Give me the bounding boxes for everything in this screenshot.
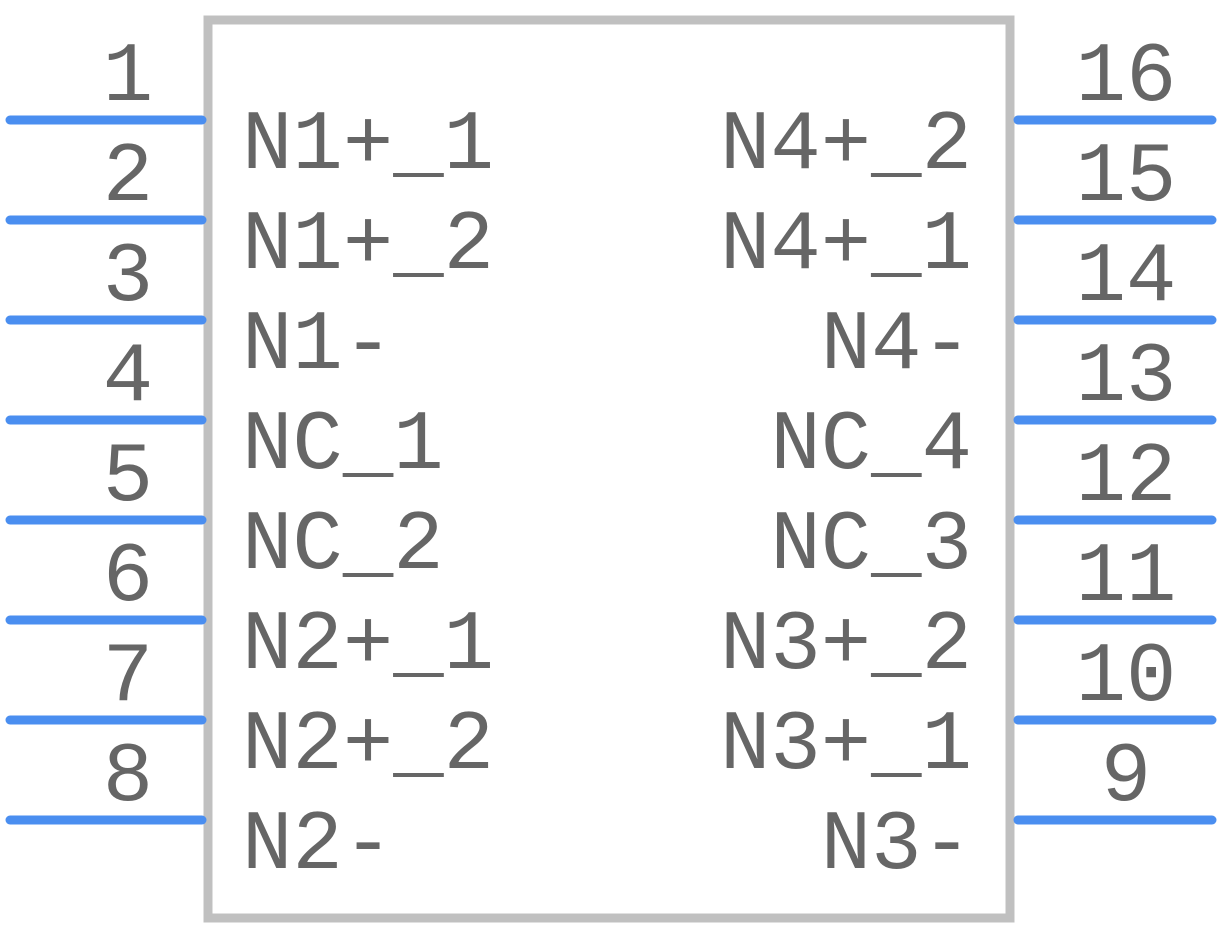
pin-3-name: N1- xyxy=(242,299,393,394)
pin-14-number: 14 xyxy=(1076,231,1177,326)
pin-10-name: N3+_1 xyxy=(720,699,972,794)
pin-4-number: 4 xyxy=(103,331,153,426)
pin-7-number: 7 xyxy=(103,631,153,726)
pin-10-number: 10 xyxy=(1076,631,1177,726)
ic-body-outline xyxy=(203,15,1015,923)
pin-1-name: N1+_1 xyxy=(242,99,494,194)
pin-3-number: 3 xyxy=(103,231,153,326)
pin-12-number: 12 xyxy=(1076,431,1177,526)
pin-2-number: 2 xyxy=(103,131,153,226)
pin-9-name: N3- xyxy=(821,799,972,894)
pin-11-number: 11 xyxy=(1076,531,1177,626)
pin-4-name: NC_1 xyxy=(242,399,444,494)
pin-9-number: 9 xyxy=(1101,731,1151,826)
pin-15-number: 15 xyxy=(1076,131,1177,226)
pin-16-number: 16 xyxy=(1076,31,1177,126)
pin-13-number: 13 xyxy=(1076,331,1177,426)
pin-5-name: NC_2 xyxy=(242,499,444,594)
left-pin-group: 1N1+_1 2N1+_2 3N1- 4NC_1 5NC_2 6N2+_1 7N2+_2 8N… xyxy=(5,31,494,894)
pin-8-name: N2- xyxy=(242,799,393,894)
pin-11-name: N3+_2 xyxy=(720,599,972,694)
pin-8-number: 8 xyxy=(103,731,153,826)
pin-6-number: 6 xyxy=(103,531,153,626)
pin-6-name: N2+_1 xyxy=(242,599,494,694)
pin-14-name: N4- xyxy=(821,299,972,394)
pin-1-number: 1 xyxy=(103,31,153,126)
pin-15-name: N4+_1 xyxy=(720,199,972,294)
pin-16-name: N4+_2 xyxy=(720,99,972,194)
pin-5-number: 5 xyxy=(103,431,153,526)
pin-12-name: NC_3 xyxy=(770,499,972,594)
pin-13-name: NC_4 xyxy=(770,399,972,494)
pin-7-name: N2+_2 xyxy=(242,699,494,794)
pin-2-name: N1+_2 xyxy=(242,199,494,294)
